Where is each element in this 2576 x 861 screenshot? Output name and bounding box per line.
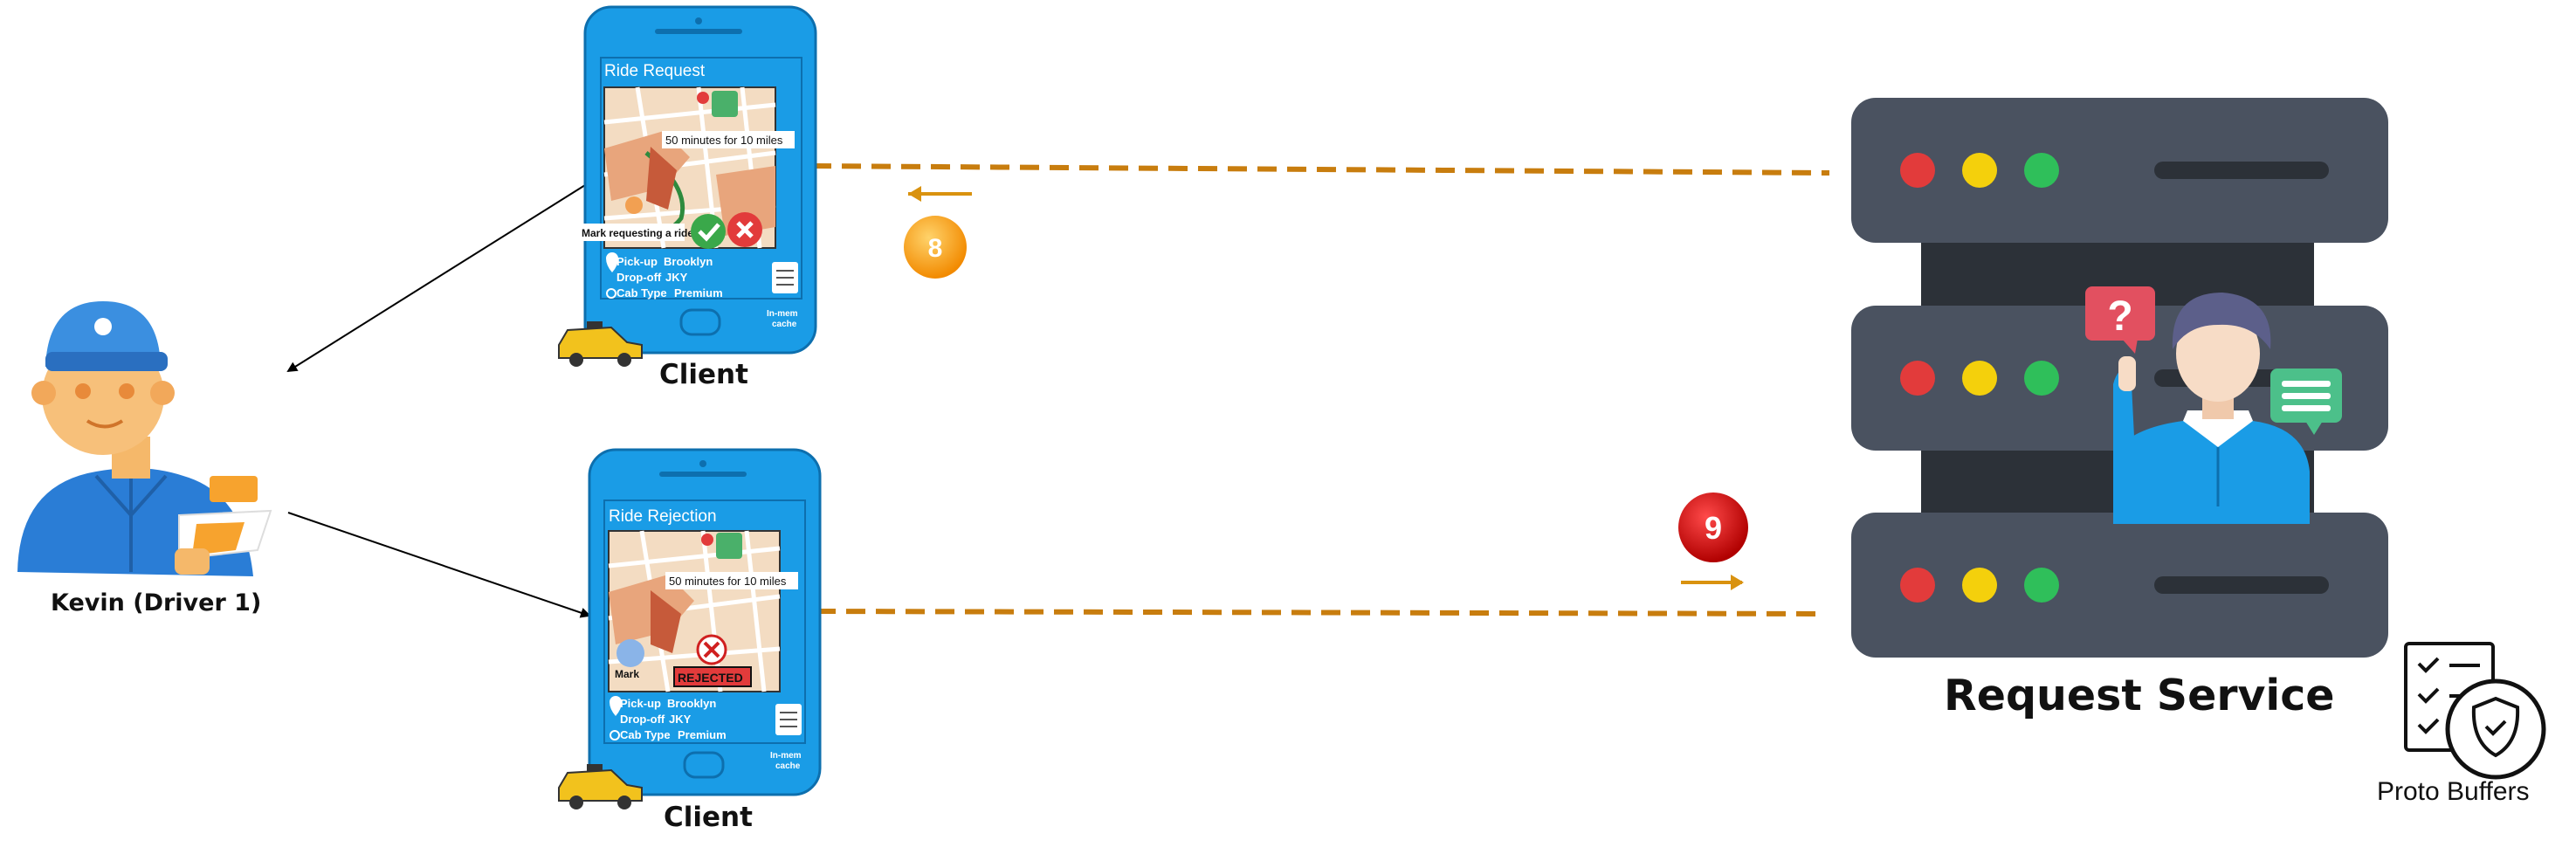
proto-buffers-label: Proto Buffers [2377, 777, 2530, 806]
cab-value-top: Premium [674, 286, 723, 300]
taxi-icon [558, 764, 643, 809]
phone-bottom-title: Ride Rejection [609, 507, 717, 526]
support-agent-figure [2113, 293, 2310, 524]
cab-label-top: Cab Type [616, 286, 667, 300]
step-9-number: 9 [1705, 510, 1722, 546]
map-view-bottom: 50 minutes for 10 miles Mark REJECTED [608, 530, 798, 692]
cab-icon [610, 730, 620, 740]
client-label-bottom: Client [664, 802, 753, 833]
cache-label-top-2: cache [772, 320, 797, 329]
dropoff-value-bottom: JKY [669, 713, 692, 726]
dropoff-value-top: JKY [665, 271, 688, 284]
dashed-link-top [811, 163, 1830, 176]
cache-icon [775, 704, 802, 735]
arrow-driver-to-phone [287, 512, 591, 618]
pin-icon [606, 252, 618, 272]
cache-label-bottom-2: cache [775, 761, 801, 771]
taxi-icon [558, 321, 643, 367]
cab-icon [606, 288, 616, 299]
eta-label-top: 50 minutes for 10 miles [665, 134, 783, 147]
pickup-label-top: Pick-up [616, 255, 658, 268]
chat-bubble-icon [2270, 369, 2342, 435]
phone-top: Ride Request 50 minutes for 10 miles Mar… [580, 5, 817, 355]
cache-icon [772, 262, 798, 293]
server-title: Request Service [1944, 671, 2335, 720]
reject-icon[interactable] [727, 212, 762, 247]
client-label-top: Client [659, 359, 748, 390]
proto-buffers-icon [2404, 642, 2546, 780]
rider-caption-top: Mark requesting a ride [582, 227, 693, 239]
accept-icon[interactable] [691, 214, 726, 249]
home-button[interactable] [683, 751, 725, 779]
dropoff-label-top: Drop-off [616, 271, 662, 284]
cache-label-top-1: In-mem [767, 309, 798, 319]
arrow-right-small [1681, 575, 1744, 590]
arrow-left-small [908, 186, 972, 202]
status-lights-bottom [1900, 568, 2329, 603]
pickup-value-top: Brooklyn [664, 255, 713, 268]
step-9-badge: 9 [1678, 492, 1748, 562]
rejected-stamp: REJECTED [678, 671, 743, 685]
pin-icon [610, 696, 622, 716]
question-mark: ? [2107, 293, 2132, 340]
dashed-link-bottom [816, 609, 1826, 616]
cache-label-bottom-1: In-mem [770, 751, 802, 761]
pickup-label-bottom: Pick-up [620, 697, 661, 710]
dropoff-label-bottom: Drop-off [620, 713, 665, 726]
step-8-number: 8 [928, 234, 943, 263]
pickup-value-bottom: Brooklyn [667, 697, 716, 710]
cab-value-bottom: Premium [678, 728, 727, 741]
phone-top-title: Ride Request [604, 62, 706, 80]
status-lights-top [1900, 153, 2329, 188]
eta-label-bottom: 50 minutes for 10 miles [669, 575, 787, 588]
arrow-phone-to-driver [286, 184, 586, 373]
cab-label-bottom: Cab Type [620, 728, 671, 741]
driver-avatar [17, 301, 272, 576]
driver-name-label: Kevin (Driver 1) [51, 589, 262, 616]
home-button[interactable] [679, 308, 721, 336]
rider-caption-bottom: Mark [615, 668, 639, 680]
question-bubble-icon: ? [2085, 286, 2155, 354]
step-8-badge: 8 [904, 216, 967, 279]
phone-bottom: Ride Rejection 50 minutes for 10 miles M… [588, 448, 822, 796]
